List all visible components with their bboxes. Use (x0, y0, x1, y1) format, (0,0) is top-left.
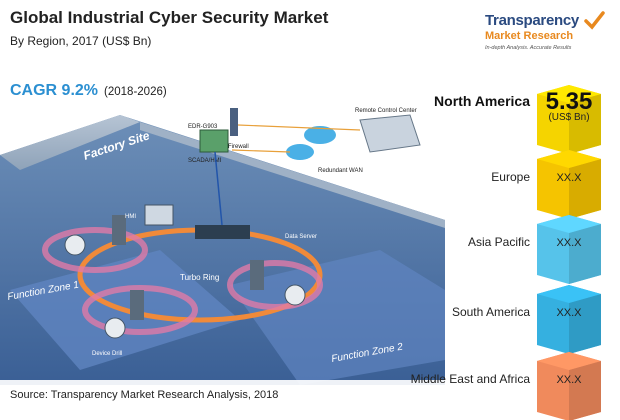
label-turbo-ring: Turbo Ring (180, 273, 219, 282)
region-block-south-america (537, 285, 601, 354)
region-label: Europe (491, 170, 530, 184)
region-label: South America (451, 305, 530, 319)
chart-subtitle: By Region, 2017 (US$ Bn) (10, 34, 152, 48)
source-text: Source: Transparency Market Research Ana… (10, 389, 279, 401)
ring-right (227, 260, 323, 310)
cagr-period: (2018-2026) (104, 86, 167, 98)
region-value: XX.X (556, 307, 582, 319)
factory-wall-top (0, 115, 140, 170)
logo-line-1: Transparency (485, 12, 579, 29)
remote-control-center (359, 114, 421, 153)
label-firewall: Firewall (228, 144, 249, 150)
region-block-north-america (537, 85, 601, 154)
camera-right (284, 284, 306, 306)
function-zone-2 (230, 250, 445, 385)
region-label: Middle East and Africa (410, 372, 530, 386)
edr-g903 (230, 108, 238, 136)
ring-bottom (82, 285, 198, 335)
region-value: XX.X (556, 374, 582, 386)
wan-link-2 (231, 149, 291, 153)
source-note: Source: Transparency Market Research Ana… (0, 380, 450, 420)
region-bar-cap (537, 85, 601, 103)
logo-tagline: In-depth Analysis. Accurate Results (485, 45, 572, 51)
region-value: XX.X (556, 172, 582, 184)
region-block-europe (537, 150, 601, 219)
region-label: Asia Pacific (467, 235, 530, 249)
region-block-asia-pacific (537, 215, 601, 284)
checkmark-icon (584, 11, 605, 30)
region-label: North America (434, 93, 530, 109)
logo-line-2: Market Research (485, 30, 574, 42)
camera-bottom (104, 317, 126, 339)
region-bar-shade (569, 94, 601, 154)
region-bar-cap (537, 215, 601, 233)
cagr-callout: CAGR 9.2% (2018-2026) (10, 82, 167, 100)
label-redundant-wan: Redundant WAN (318, 168, 363, 174)
region-block-middle-east-and-africa (537, 352, 601, 420)
camera-left (64, 234, 86, 256)
label-scada: SCADA/HMI (188, 158, 222, 164)
label-remote-control: Remote Control Center (355, 108, 417, 114)
ring-left (42, 227, 148, 273)
hmi-panel (144, 204, 174, 226)
wan-link (237, 124, 361, 131)
region-bar-shade (569, 159, 601, 219)
value-unit: (US$ Bn) (548, 112, 590, 123)
region-bar-cap (537, 352, 601, 370)
chart-title: Global Industrial Cyber Security Market (10, 8, 329, 27)
scada-terminal (199, 129, 229, 153)
company-logo: Transparency Market Research In-depth An… (485, 10, 615, 58)
switch-left (112, 215, 126, 245)
label-edr: EDR-G903 (188, 124, 218, 130)
uplink (214, 151, 223, 226)
region-bar-shade (569, 224, 601, 284)
region-bar-shade (569, 361, 601, 420)
label-device-drill: Device Drill (92, 351, 122, 357)
cagr-value: CAGR 9.2% (10, 82, 99, 99)
region-bar-cap (537, 150, 601, 168)
label-hmi: HMI (125, 214, 136, 220)
region-value: XX.X (556, 237, 582, 249)
region-bar-cap (537, 285, 601, 303)
region-bar-shade (569, 294, 601, 354)
cloud-wan-1 (304, 126, 336, 144)
network-illustration: Factory Site Function Zone 1 Function Zo… (0, 108, 445, 385)
switch-bottom (130, 290, 144, 320)
cloud-wan-2 (286, 144, 314, 160)
switch-right (250, 260, 264, 290)
label-data-server: Data Server (285, 234, 317, 240)
core-switch (195, 225, 250, 239)
region-value: 5.35 (545, 88, 593, 115)
